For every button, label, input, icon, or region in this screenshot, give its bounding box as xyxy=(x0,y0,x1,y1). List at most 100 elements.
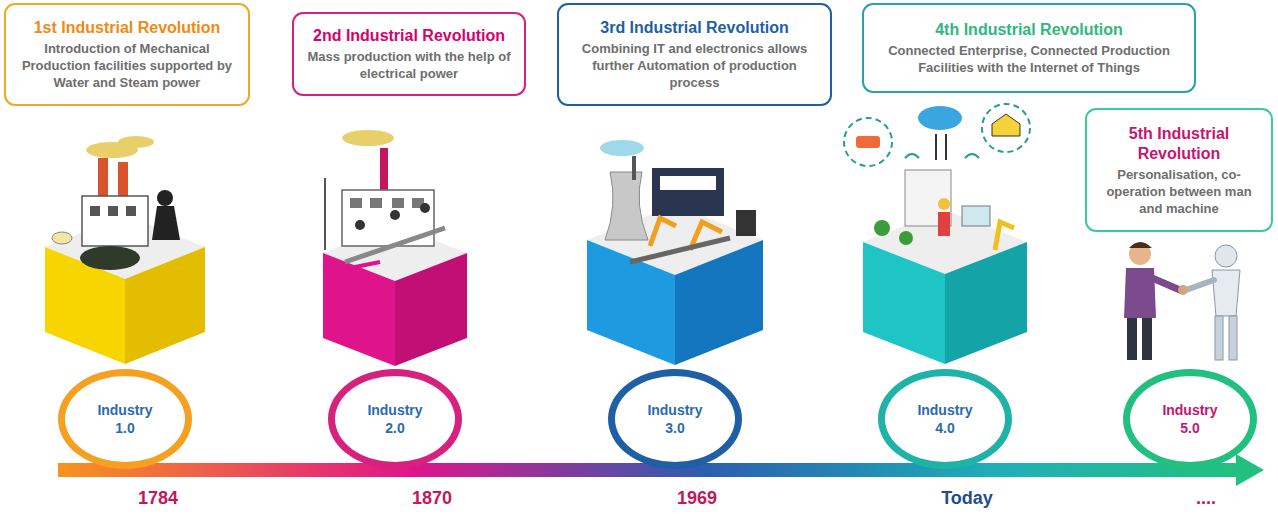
screen xyxy=(962,206,990,226)
industry-circle: Industry 4.0 xyxy=(878,369,1012,469)
power-pole xyxy=(324,178,326,250)
robot-arm xyxy=(650,218,676,246)
timeline-year: 1784 xyxy=(103,487,213,509)
conveyor-item xyxy=(350,262,380,268)
handshake xyxy=(1178,285,1188,295)
callout-body: Connected Enterprise, Connected Producti… xyxy=(872,42,1186,76)
chimney xyxy=(380,148,388,192)
robot-head xyxy=(1215,245,1237,267)
industry-circle: Industry 3.0 xyxy=(608,369,742,469)
conveyor xyxy=(630,238,730,262)
industry-circle: Industry 5.0 xyxy=(1123,369,1257,469)
revolution-callout: 5th Industrial RevolutionPersonalisation… xyxy=(1085,108,1273,232)
data-arrow xyxy=(935,134,937,160)
human-leg xyxy=(1127,318,1137,360)
revolution-callout: 2nd Industrial RevolutionMass production… xyxy=(292,12,526,96)
revolution-callout: 1st Industrial RevolutionIntroduction of… xyxy=(4,3,250,106)
industry-label: Industry 1.0 xyxy=(90,401,160,437)
industry-label: Industry 3.0 xyxy=(640,401,710,437)
worker xyxy=(355,220,365,230)
revolution-callout: 4th Industrial RevolutionConnected Enter… xyxy=(862,3,1196,93)
window xyxy=(108,206,118,216)
timeline-arrowhead xyxy=(1236,454,1264,486)
human-arm xyxy=(1152,278,1180,290)
tank xyxy=(52,232,72,244)
chimney xyxy=(632,156,636,180)
worker xyxy=(390,210,400,220)
window xyxy=(350,198,362,208)
timeline-year: 1969 xyxy=(642,487,752,509)
industry2-illustration xyxy=(323,130,467,366)
callout-heading: 3rd Industrial Revolution xyxy=(600,18,788,38)
worker-head xyxy=(938,198,950,210)
wifi xyxy=(965,154,979,158)
callout-heading: 2nd Industrial Revolution xyxy=(313,26,505,46)
industry-label: Industry 5.0 xyxy=(1155,401,1225,437)
computer xyxy=(736,210,756,236)
robot-leg xyxy=(1229,316,1237,360)
worker-head xyxy=(157,190,173,206)
callout-body: Mass production with the help of electri… xyxy=(302,48,516,82)
cloud-icon xyxy=(918,106,962,130)
chimney xyxy=(118,162,128,198)
callout-heading: 4th Industrial Revolution xyxy=(935,20,1123,40)
human-hair xyxy=(1129,242,1152,248)
window xyxy=(126,206,136,216)
timeline-year: 1870 xyxy=(377,487,487,509)
factory xyxy=(82,196,148,246)
industry1-illustration xyxy=(45,136,205,364)
industry3-illustration xyxy=(587,140,763,365)
industry5-illustration xyxy=(1124,242,1240,360)
worker-body xyxy=(938,212,950,236)
chimney xyxy=(98,158,108,198)
wifi xyxy=(905,154,919,158)
cube-side xyxy=(395,253,467,366)
conveyor xyxy=(345,228,445,262)
truck-icon xyxy=(856,136,880,148)
cube-side xyxy=(587,240,675,365)
callout-heading: 5th Industrial Revolution xyxy=(1095,124,1263,164)
robot-body xyxy=(1212,270,1240,316)
worker-body xyxy=(152,206,180,240)
tree xyxy=(874,220,890,236)
industry-label: Industry 2.0 xyxy=(360,401,430,437)
human-head xyxy=(1129,243,1151,265)
callout-body: Personalisation, co-operation between ma… xyxy=(1095,166,1263,217)
window xyxy=(392,198,404,208)
iot-icon-ring xyxy=(844,118,892,166)
cube-side xyxy=(323,253,395,366)
industry-circle: Industry 2.0 xyxy=(328,369,462,469)
callout-heading: 1st Industrial Revolution xyxy=(34,18,221,38)
cube-side xyxy=(863,242,945,364)
revolution-callout: 3rd Industrial RevolutionCombining IT an… xyxy=(557,3,832,106)
worker xyxy=(420,203,430,213)
timeline-year: .... xyxy=(1151,487,1261,509)
factory-icon xyxy=(992,114,1020,136)
timeline-year: Today xyxy=(912,487,1022,509)
data-arrow xyxy=(945,134,947,160)
smoke xyxy=(342,130,394,146)
cooling-tower xyxy=(605,172,648,240)
cube-side xyxy=(945,242,1027,364)
steam-engine xyxy=(80,246,140,270)
robot-arm xyxy=(995,222,1014,250)
timeline-bar xyxy=(58,463,1238,477)
iot-icon-ring xyxy=(982,104,1030,152)
industry-circle: Industry 1.0 xyxy=(58,369,192,469)
building xyxy=(652,168,724,216)
industry-label: Industry 4.0 xyxy=(910,401,980,437)
tree xyxy=(899,231,913,245)
window xyxy=(90,206,100,216)
smoke xyxy=(118,136,154,148)
industry4-illustration xyxy=(844,104,1030,364)
cube-side xyxy=(125,247,205,364)
cube-side xyxy=(675,240,763,365)
steam-cloud xyxy=(600,140,644,156)
callout-body: Introduction of Mechanical Production fa… xyxy=(14,40,240,91)
callout-body: Combining IT and electronics allows furt… xyxy=(567,40,822,91)
robot-leg xyxy=(1215,316,1223,360)
robot-arm xyxy=(1186,280,1214,290)
human-leg xyxy=(1142,318,1152,360)
roof-window xyxy=(660,176,716,190)
